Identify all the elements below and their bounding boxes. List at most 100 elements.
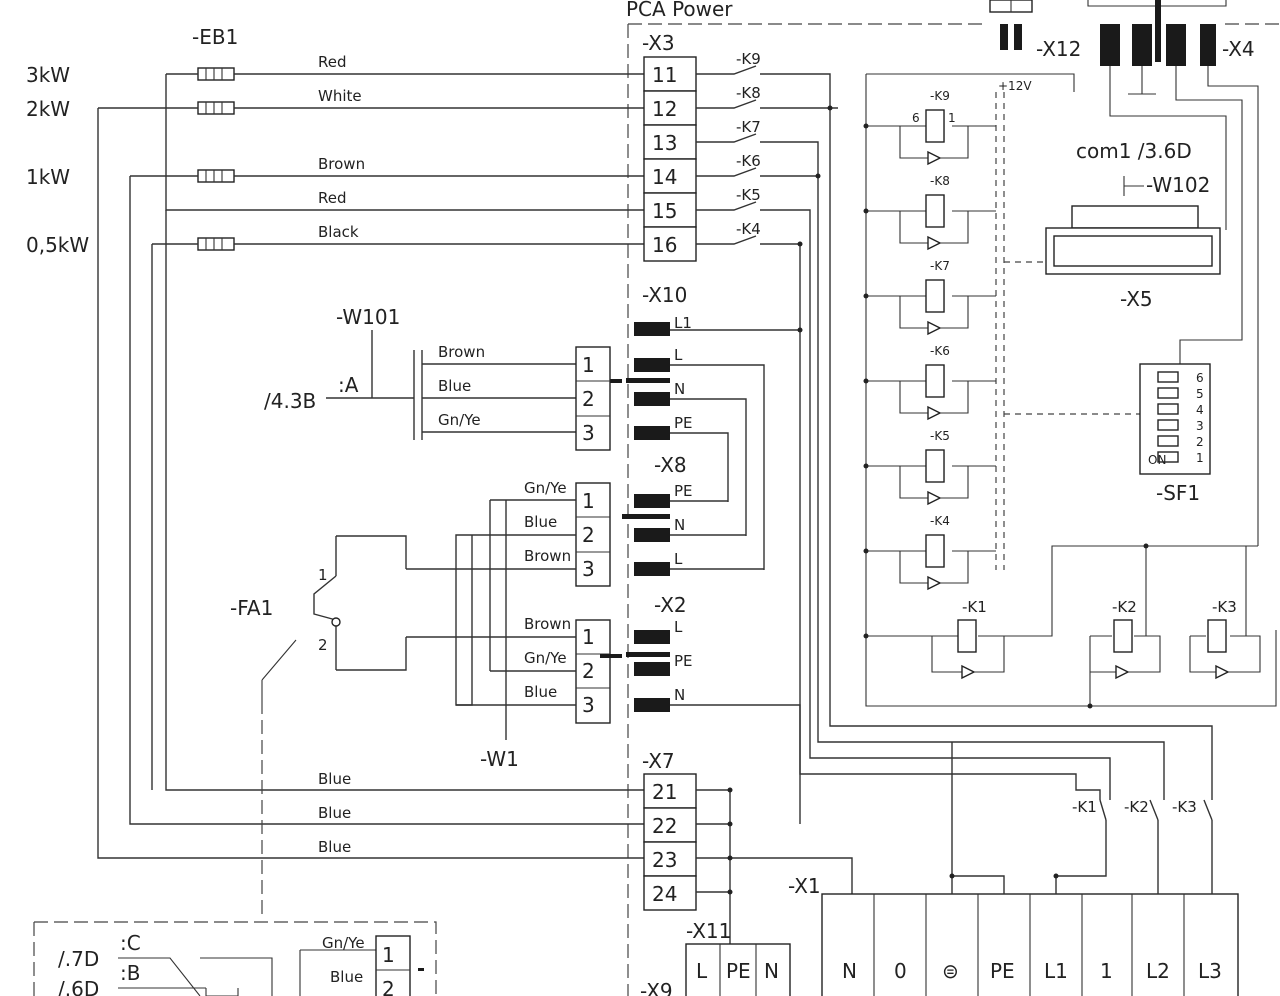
fa1-label: -FA1 [230,596,273,620]
x10-label: -X10 [642,283,687,307]
pca-title: PCA Power [626,0,733,21]
x3-pin-14: 14 [652,165,677,189]
coil-k8: -K8 [930,174,950,188]
x2-pin-l: L [674,618,683,636]
x11-label: -X11 [686,919,731,943]
top-connectors [989,0,1259,546]
x2-label: -X2 [654,593,687,617]
w102-label: -W102 [1146,173,1210,197]
sf1-num-3: 3 [1196,419,1204,433]
heater-wires [97,73,644,859]
coil-k3: -K3 [1212,598,1237,616]
x8-pin-l: L [674,550,683,568]
x1-pin-l1: L1 [1044,959,1068,983]
sf1-num-2: 2 [1196,435,1204,449]
x4-label: -X4 [1222,37,1255,61]
x1-terminal-block [821,742,1239,996]
x8-label: -X8 [654,453,687,477]
relay-contacts [696,65,1213,800]
contact-k1: -K1 [1072,798,1097,816]
x10-pin-l: L [674,346,683,364]
control-links [1004,261,1140,415]
x2-color-gnye: Gn/Ye [524,649,567,667]
x8-color-gnye: Gn/Ye [524,479,567,497]
x10-pin-pe: PE [674,414,693,432]
wire-color-white: White [318,87,362,105]
x7-label: -X7 [642,749,675,773]
sf1-dip-switch [1139,363,1211,475]
x8-pin-pe: PE [674,482,693,500]
x10-pin-l1: L1 [674,314,692,332]
main-relay-coils [863,543,1261,709]
w101-point: :A [338,373,359,397]
x8-num-3: 3 [582,557,595,581]
wire-color-red-1: Red [318,53,347,71]
fa1-thermostat-switch [261,575,341,920]
wire-color-black: Black [318,223,359,241]
x5-label: -X5 [1120,287,1153,311]
coil-k9: -K9 [930,89,950,103]
x8-connector [406,482,764,587]
w1-label: -W1 [480,747,519,771]
w101-label: -W101 [336,305,400,329]
sf1-num-6: 6 [1196,371,1204,385]
x2-pin-n: N [674,686,685,704]
w101-color-brown: Brown [438,343,485,361]
x7-pin-22: 22 [652,814,677,838]
contact-k6: -K6 [736,152,761,170]
coil-k4: -K4 [930,514,950,528]
x7-color-blue-1: Blue [318,770,351,788]
coil-k1: -K1 [962,598,987,616]
contact-k8: -K8 [736,84,761,102]
contact-k4: -K4 [736,220,761,238]
wire-color-brown: Brown [318,155,365,173]
x1-label: -X1 [788,874,821,898]
x10-pin-n: N [674,380,685,398]
x3-pin-13: 13 [652,131,677,155]
x8-num-1: 1 [582,489,595,513]
contact-k9: -K9 [736,50,761,68]
w101-color-blue: Blue [438,377,471,395]
x1-pin-n: N [842,959,857,983]
x11-pin-pe: PE [726,959,751,983]
x1-pin-1: 1 [1100,959,1113,983]
x11-pin-l: L [696,959,708,983]
x3-pin-16: 16 [652,233,677,257]
fa1-pin-2: 2 [318,636,328,654]
x10-pin-l1-block [634,322,670,336]
coil-k2: -K2 [1112,598,1137,616]
x8-num-2: 2 [582,523,595,547]
x2-color-blue: Blue [524,683,557,701]
sf1-num-5: 5 [1196,387,1204,401]
inset-num-1: 1 [382,943,395,967]
inset-point-c: :C [120,931,141,955]
inset-enclosure [33,921,437,996]
inset-xref-1: /.7D [58,947,99,971]
coil-pin-b: 1 [948,111,956,125]
inset-color-gnye: Gn/Ye [322,934,365,952]
sf1-label: -SF1 [1156,481,1200,505]
x7-color-blue-2: Blue [318,804,351,822]
x8-color-blue: Blue [524,513,557,531]
wire-color-red-2: Red [318,189,347,207]
coil-k7: -K7 [930,259,950,273]
x3-label: -X3 [642,31,675,55]
supply-rail [995,92,1005,570]
x7-pin-21: 21 [652,780,677,804]
sf1-num-1: 1 [1196,451,1204,465]
power-label-05kw: 0,5kW [26,233,89,257]
x1-pin-pe: PE [990,959,1015,983]
x11-terminal [685,943,791,996]
x2-num-2: 2 [582,659,595,683]
x7-pin-24: 24 [652,882,677,906]
x3-terminal-block [643,56,697,262]
x10-connector [600,358,765,570]
relay-coils [863,109,996,591]
x9-label: -X9 [640,979,673,996]
coil-k6: -K6 [930,344,950,358]
x1-pin-earth: ⊜ [942,959,959,983]
x3-pin-12: 12 [652,97,677,121]
sf1-on: ON [1148,453,1166,467]
w101-xref: /4.3B [264,389,316,413]
w101-cable [326,330,611,451]
